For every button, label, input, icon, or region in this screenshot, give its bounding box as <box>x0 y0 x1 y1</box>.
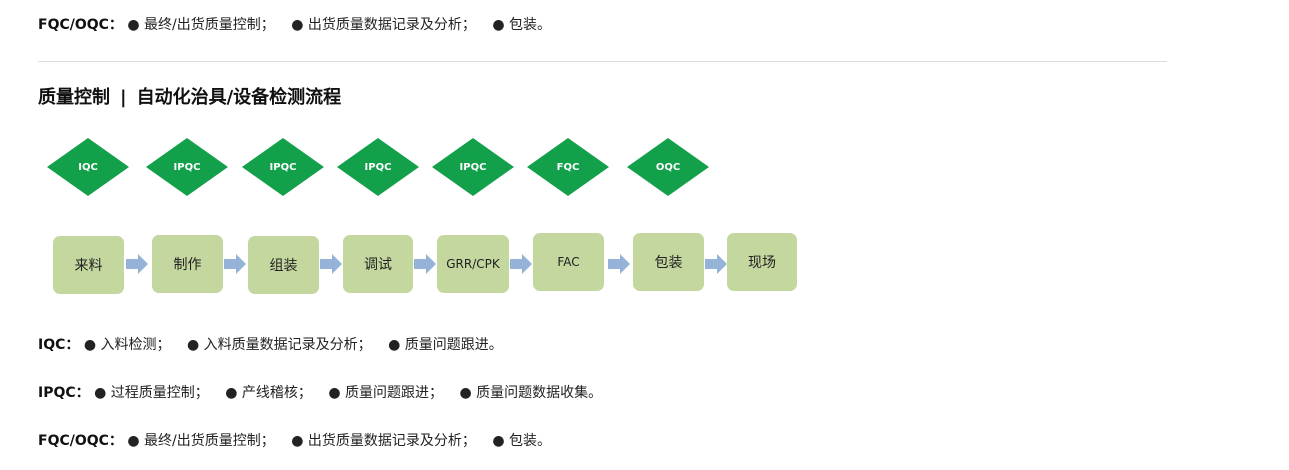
diamond-fqc: FQC <box>526 137 610 197</box>
note-label: FQC/OQC： <box>38 433 123 449</box>
top-line-item: ● 最终/出货质量控制； <box>127 17 275 33</box>
top-line-item: ● 出货质量数据记录及分析； <box>291 17 476 33</box>
arrow-right-icon <box>320 254 342 274</box>
section-heading: 质量控制 | 自动化治具/设备检测流程 <box>38 86 341 110</box>
diamond-shape <box>337 138 419 196</box>
diamond-polygon <box>527 138 609 196</box>
arrow-right-icon <box>224 254 246 274</box>
note-item: ● 质量问题数据收集。 <box>459 385 603 401</box>
heading-separator: | <box>120 87 127 108</box>
note-item: ● 包装。 <box>492 433 552 449</box>
diamond-polygon <box>627 138 709 196</box>
diamond-shape <box>432 138 514 196</box>
step-box: GRR/CPK <box>437 235 509 293</box>
top-line-item: ● 包装。 <box>492 17 552 33</box>
diamond-iqc: IQC <box>46 137 130 197</box>
step-box: 制作 <box>152 235 223 293</box>
note-label: IPQC： <box>38 385 90 401</box>
arrow-shape <box>126 254 148 274</box>
diamond-ipqc: IPQC <box>241 137 325 197</box>
step-box: 来料 <box>53 236 124 294</box>
note-iqc: IQC： ● 入料检测； ● 入料质量数据记录及分析； ● 质量问题跟进。 <box>38 335 503 355</box>
note-item: ● 最终/出货质量控制； <box>127 433 275 449</box>
diamond-polygon <box>47 138 129 196</box>
arrow-shape <box>414 254 436 274</box>
top-line-label: FQC/OQC： <box>38 17 123 33</box>
diamond-polygon <box>146 138 228 196</box>
diamond-label: IPQC <box>459 161 487 173</box>
note-item: ● 质量问题跟进； <box>328 385 444 401</box>
diamond-label: IPQC <box>364 161 392 173</box>
arrow-right-icon <box>126 254 148 274</box>
note-ipqc: IPQC： ● 过程质量控制； ● 产线稽核； ● 质量问题跟进； ● 质量问题… <box>38 383 602 403</box>
arrow-shape <box>510 254 532 274</box>
step-box: 现场 <box>727 233 797 291</box>
arrow-shape <box>705 254 727 274</box>
step-box: 调试 <box>343 235 413 293</box>
diamond-ipqc: IPQC <box>336 137 420 197</box>
diamond-ipqc: IPQC <box>431 137 515 197</box>
diamond-label: OQC <box>655 161 681 173</box>
note-label: IQC： <box>38 337 80 353</box>
note-item: ● 入料检测； <box>83 337 171 353</box>
diamond-label: IQC <box>78 161 98 173</box>
diamond-polygon <box>337 138 419 196</box>
arrow-shape <box>320 254 342 274</box>
divider <box>38 61 1167 62</box>
arrow-right-icon <box>414 254 436 274</box>
diamond-shape <box>527 138 609 196</box>
diamond-shape <box>627 138 709 196</box>
step-box: 组装 <box>248 236 319 294</box>
diamond-polygon <box>432 138 514 196</box>
heading-right: 自动化治具/设备检测流程 <box>136 87 342 108</box>
diamond-oqc: OQC <box>626 137 710 197</box>
step-box: 包装 <box>633 233 704 291</box>
arrow-right-icon <box>510 254 532 274</box>
note-item: ● 出货质量数据记录及分析； <box>291 433 476 449</box>
diamond-label: FQC <box>556 161 580 173</box>
arrow-right-icon <box>705 254 727 274</box>
note-item: ● 产线稽核； <box>225 385 312 401</box>
arrow-shape <box>224 254 246 274</box>
diamond-label: IPQC <box>173 161 201 173</box>
note-item: ● 过程质量控制； <box>94 385 209 401</box>
top-fqc-oqc-line: FQC/OQC： ● 最终/出货质量控制； ● 出货质量数据记录及分析； ● 包… <box>38 15 551 35</box>
diamond-shape <box>47 138 129 196</box>
diamond-shape <box>242 138 324 196</box>
arrow-right-icon <box>608 254 630 274</box>
note-item: ● 入料质量数据记录及分析； <box>186 337 372 353</box>
note-item: ● 质量问题跟进。 <box>388 337 503 353</box>
diamond-polygon <box>242 138 324 196</box>
note-fqc-oqc: FQC/OQC： ● 最终/出货质量控制； ● 出货质量数据记录及分析； ● 包… <box>38 431 551 451</box>
step-box: FAC <box>533 233 604 291</box>
diamond-shape <box>146 138 228 196</box>
diamond-label: IPQC <box>269 161 297 173</box>
heading-left: 质量控制 <box>38 87 110 108</box>
diamond-ipqc: IPQC <box>145 137 229 197</box>
arrow-shape <box>608 254 630 274</box>
